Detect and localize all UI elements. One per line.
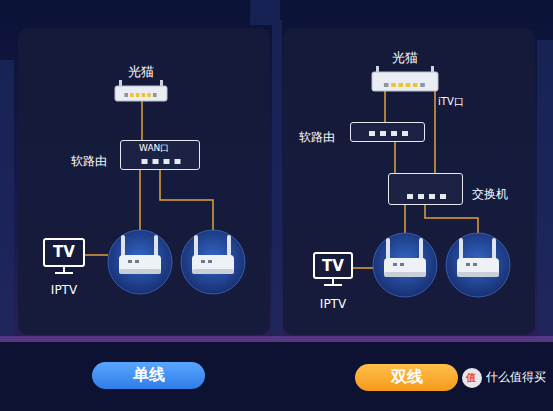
watermark-text: 什么值得买 <box>486 371 546 384</box>
wire <box>139 170 141 230</box>
cable-connector <box>434 91 436 173</box>
router-icon <box>181 230 245 294</box>
mode-button: 双线 <box>355 364 458 391</box>
port <box>153 159 159 164</box>
modem-box: 光猫 <box>115 84 167 101</box>
modem-port <box>153 93 157 97</box>
modem-port <box>130 93 134 97</box>
wire <box>353 267 373 269</box>
port <box>175 159 181 164</box>
city-buildings <box>0 0 553 350</box>
port <box>429 194 435 199</box>
node-label: IPTV <box>51 284 77 297</box>
port <box>391 131 397 136</box>
node-label: 光猫 <box>392 51 418 65</box>
modem-port <box>398 83 403 87</box>
button-label: 双线 <box>355 368 458 386</box>
modem-body <box>115 86 167 101</box>
cable-connector <box>141 101 143 140</box>
node-label: TV <box>313 258 353 275</box>
modem-port <box>136 93 140 97</box>
port <box>440 194 446 199</box>
modem-port <box>124 93 128 97</box>
port <box>164 159 170 164</box>
switch-box: 交换机 <box>388 173 463 205</box>
antenna <box>119 80 122 86</box>
cable-connector <box>394 142 396 173</box>
port-row <box>351 123 424 141</box>
floor <box>0 342 553 411</box>
modem-body <box>372 72 438 91</box>
panel <box>18 28 270 335</box>
modem-shape <box>115 84 167 101</box>
port <box>142 159 148 164</box>
wire <box>425 205 478 233</box>
node-label: 光猫 <box>128 65 154 79</box>
router-icon <box>373 233 437 297</box>
panel <box>283 28 535 335</box>
port <box>407 194 413 199</box>
modem-port <box>391 83 396 87</box>
node-label: 软路由 <box>71 155 107 168</box>
tv-screen <box>314 253 352 278</box>
watermark-logo <box>462 368 482 388</box>
tv-icon: TVIPTV <box>43 238 85 274</box>
button-label: 单线 <box>92 366 205 384</box>
node-label: 交换机 <box>472 188 508 201</box>
modem-port <box>406 83 411 87</box>
modem-port <box>420 83 425 87</box>
tv-icon: TVIPTV <box>313 252 353 286</box>
tv-stand <box>324 278 342 285</box>
watermark-logo-text: 值 <box>466 372 476 383</box>
node-label: WAN口 <box>139 144 169 154</box>
router-icon <box>446 233 510 297</box>
antenna <box>431 66 434 72</box>
soft-router-box: WAN口软路由 <box>120 140 200 170</box>
port-row <box>389 174 462 204</box>
wire <box>404 205 406 233</box>
node-label: IPTV <box>320 298 346 311</box>
wire <box>85 254 108 256</box>
wire <box>160 170 213 230</box>
modem-port <box>413 83 418 87</box>
mode-button: 单线 <box>92 362 205 389</box>
modem-box: 光猫 <box>372 70 438 91</box>
cable-connector <box>384 91 386 122</box>
stage-glow <box>0 336 553 342</box>
modem-port <box>142 93 146 97</box>
soft-router-box: 软路由 <box>350 122 425 142</box>
modem-port <box>147 93 151 97</box>
port <box>380 131 386 136</box>
node-label: TV <box>43 244 85 261</box>
tv-screen <box>44 239 84 266</box>
router-icon <box>108 230 172 294</box>
antenna <box>160 80 163 86</box>
port-label: iTV口 <box>438 96 464 107</box>
port <box>369 131 375 136</box>
antenna <box>376 66 379 72</box>
port <box>402 131 408 136</box>
node-label: 软路由 <box>299 131 335 144</box>
tv-stand <box>55 266 73 273</box>
modem-shape <box>372 70 438 91</box>
modem-port <box>384 83 389 87</box>
port <box>418 194 424 199</box>
